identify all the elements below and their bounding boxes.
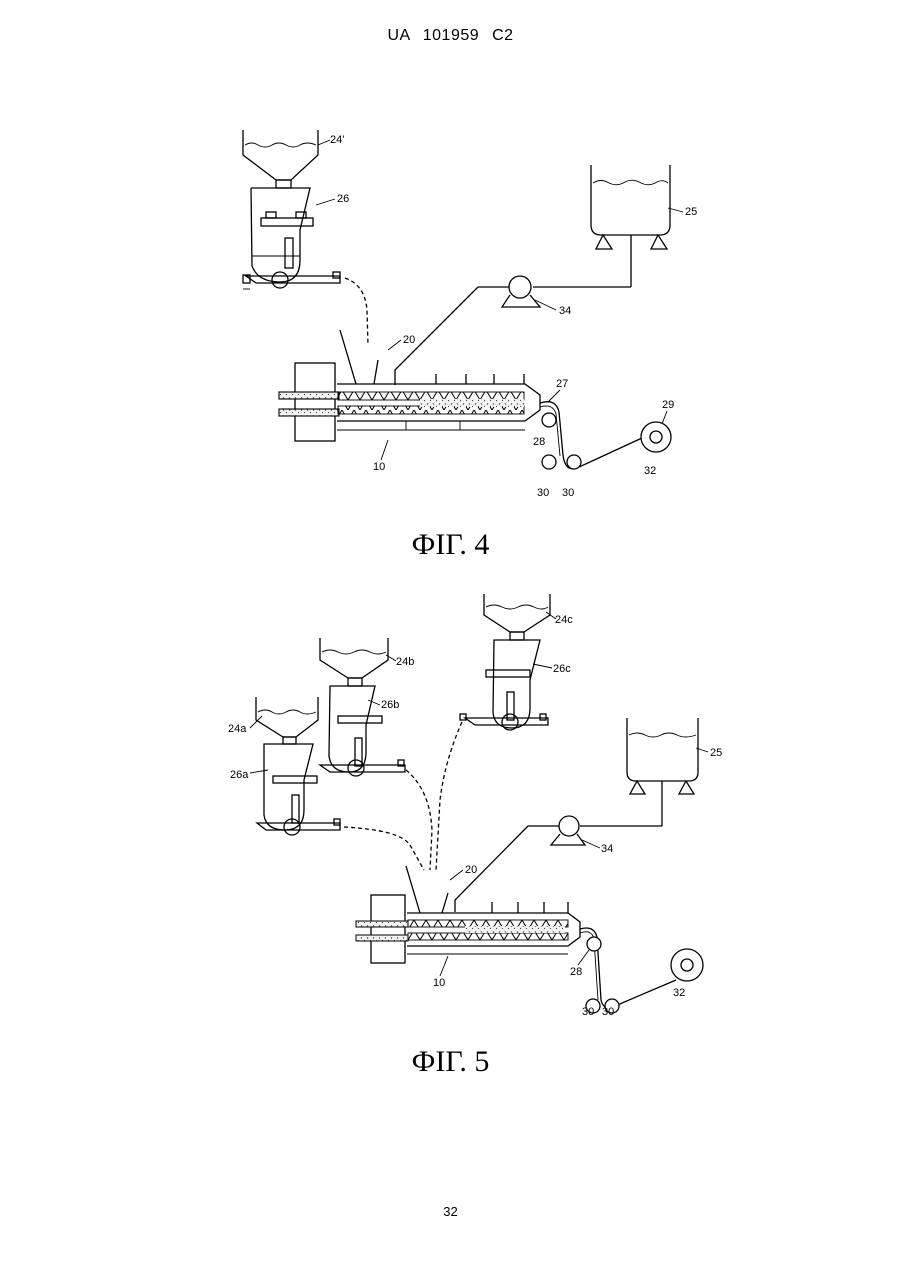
figure-5-caption: ФІГ. 5 [0,1045,901,1079]
page-number: 32 [0,1204,901,1219]
feed-path-c [436,722,462,870]
label-32-fig4: 32 [644,465,656,477]
label-26a: 26a [230,769,249,781]
leader-24-prime [318,140,330,145]
feeder-26 [243,188,340,289]
label-34-fig4: 34 [559,305,571,317]
label-26c: 26c [553,663,571,675]
label-32-fig5: 32 [673,987,685,999]
label-30a-fig5: 30 [582,1006,594,1018]
tank-25-fig5 [627,718,698,826]
feed-path-a [344,827,424,870]
feeder-group-c [460,594,550,730]
label-25-fig4: 25 [685,206,697,218]
leader-20-fig5 [450,870,463,880]
label-28-fig4: 28 [533,436,545,448]
leader-26b [368,700,380,705]
label-30b-fig4: 30 [562,487,574,499]
take-off-line [540,402,671,469]
label-24c: 24c [555,614,573,626]
extruder-10 [279,330,540,441]
feeder-group-a [256,697,340,835]
leader-26a [250,770,268,773]
take-off-line-fig5 [580,928,703,1013]
leader-28-fig5 [578,950,589,965]
pump-34-fig5 [455,816,662,912]
feed-path-b [406,770,432,870]
label-10-fig4: 10 [373,461,385,473]
hopper-24-prime [243,130,318,188]
pump-34 [395,276,631,385]
extruder-10-fig5 [356,866,580,963]
label-30b-fig5: 30 [602,1006,614,1018]
label-28-fig5: 28 [570,966,582,978]
label-26b: 26b [381,699,399,711]
label-26: 26 [337,193,349,205]
leader-10-fig4 [381,440,388,460]
leader-27 [548,390,560,402]
feed-path-dashed [345,278,368,345]
label-34-fig5: 34 [601,843,613,855]
label-20-fig5: 20 [465,864,477,876]
leader-26c [533,664,552,668]
label-24-prime: 24' [330,134,344,146]
label-20-fig4: 20 [403,334,415,346]
leader-10-fig5 [440,956,448,976]
label-29: 29 [662,399,674,411]
label-25-fig5: 25 [710,747,722,759]
leader-29 [662,411,667,424]
leader-26 [316,199,335,205]
label-24a: 24a [228,723,247,735]
figure-4-caption: ФІГ. 4 [0,528,901,562]
label-30a-fig4: 30 [537,487,549,499]
label-24b: 24b [396,656,414,668]
tank-25 [591,165,670,287]
label-10-fig5: 10 [433,977,445,989]
leader-20-fig4 [388,340,401,350]
figure-4-drawing [243,130,671,469]
figure-5-drawing [256,594,703,1013]
label-27: 27 [556,378,568,390]
